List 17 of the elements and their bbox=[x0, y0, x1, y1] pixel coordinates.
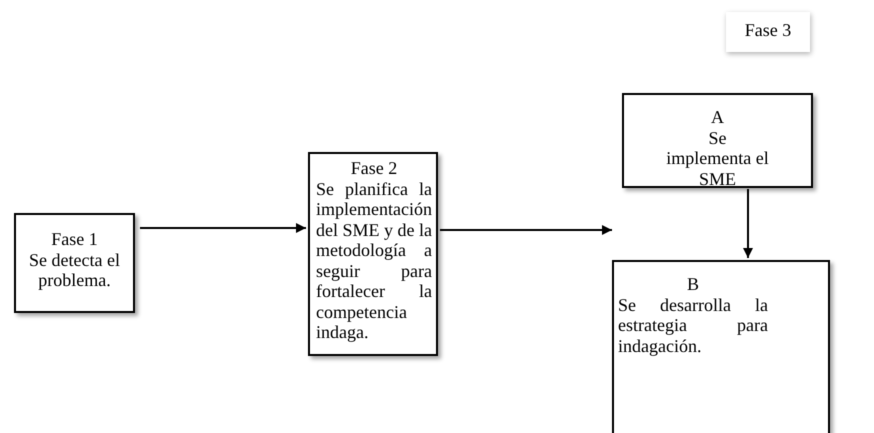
arrow bbox=[743, 189, 753, 258]
box-text: Se desarrolla la estrategia para indagación. bbox=[618, 294, 768, 356]
process-box bbox=[612, 260, 830, 433]
box-heading: B bbox=[686, 274, 700, 294]
box-text: Se detecta el problema. bbox=[28, 250, 121, 290]
process-box bbox=[14, 213, 135, 313]
arrow bbox=[440, 225, 612, 235]
box-heading: Fase 2 bbox=[350, 158, 398, 178]
box-heading: A bbox=[710, 107, 725, 128]
box-text: Se implementa el SME bbox=[665, 128, 770, 189]
box-text: Fase 3 bbox=[744, 20, 792, 40]
arrow bbox=[140, 223, 306, 233]
process-box bbox=[622, 93, 813, 188]
process-box bbox=[726, 12, 810, 52]
box-heading: Fase 1 bbox=[50, 229, 99, 250]
process-box bbox=[308, 152, 438, 356]
box-text: Se planifica la implementación del SME y de la metodología a seguir para fortalecer la competencia indaga. bbox=[316, 178, 432, 342]
